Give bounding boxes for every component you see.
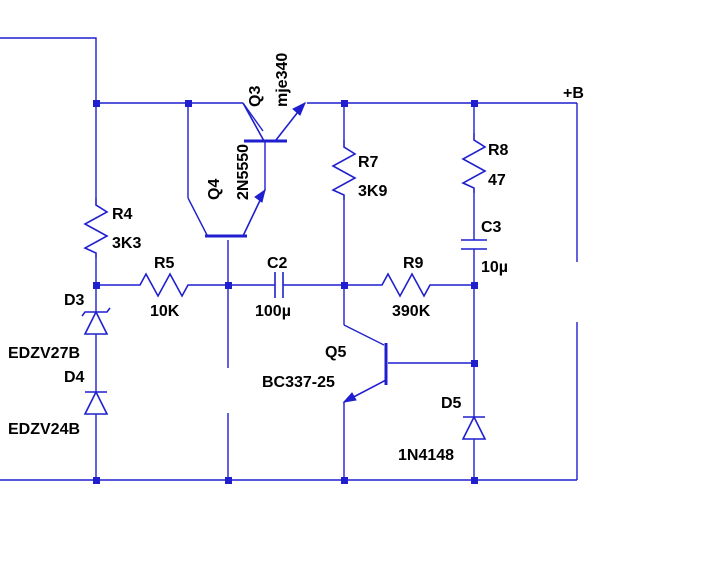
capacitor-c2 (274, 272, 284, 298)
resistor-r5 (132, 272, 198, 298)
d5-ref: D5 (441, 395, 462, 412)
d5-value: 1N4148 (398, 447, 454, 464)
q4-ref: Q4 (206, 179, 223, 200)
c3-ref: C3 (481, 219, 502, 236)
q3-value: mje340 (274, 53, 291, 107)
q4-value: 2N5550 (235, 144, 252, 200)
transistor-q5 (342, 343, 388, 403)
c2-value: 100µ (255, 303, 291, 320)
resistor-r7 (331, 140, 357, 200)
resistor-r8 (461, 133, 487, 193)
r5-value: 10K (150, 303, 180, 320)
zener-diode-d3 (81, 307, 111, 335)
d4-value: EDZV24B (8, 421, 80, 438)
r8-ref: R8 (488, 142, 509, 159)
r4-ref: R4 (112, 206, 133, 223)
d3-value: EDZV27B (8, 345, 80, 362)
transistor-q4 (205, 188, 266, 238)
junctions (93, 100, 478, 484)
d4-ref: D4 (64, 369, 85, 386)
q5-ref: Q5 (325, 344, 346, 361)
q5-value: BC337-25 (262, 374, 335, 391)
r4-value: 3K3 (112, 235, 141, 252)
resistor-r4 (83, 198, 109, 258)
c2-ref: C2 (267, 255, 288, 272)
r9-ref: R9 (403, 255, 424, 272)
r9-value: 390K (392, 303, 431, 320)
r8-value: 47 (488, 172, 506, 189)
r5-ref: R5 (154, 255, 175, 272)
transistor-q3 (242, 101, 306, 143)
resistor-r9 (374, 272, 440, 298)
d3-ref: D3 (64, 292, 85, 309)
q3-ref: Q3 (247, 86, 264, 107)
r7-value: 3K9 (358, 183, 387, 200)
rail-label-plus-b: +B (563, 85, 584, 102)
capacitor-c3 (461, 239, 487, 250)
diode-d4 (83, 390, 109, 415)
r7-ref: R7 (358, 154, 379, 171)
diode-d5 (461, 415, 487, 440)
c3-value: 10µ (481, 259, 508, 276)
